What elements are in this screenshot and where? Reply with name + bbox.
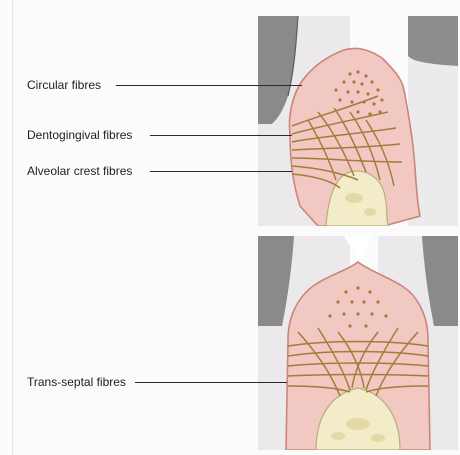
leader-dentogingival-fibres [150,135,292,136]
label-circular-fibres: Circular fibres [27,78,101,92]
label-alveolar-crest-fibres: Alveolar crest fibres [27,164,132,178]
label-dentogingival-fibres: Dentogingival fibres [27,128,132,142]
leader-alveolar-crest-fibres [150,171,292,172]
page-margin-rule [12,0,13,455]
gingival-fibres-illustration [258,16,458,226]
trans-septal-fibres-illustration [258,236,458,450]
leader-circular-fibres [116,85,302,86]
label-trans-septal-fibres: Trans-septal fibres [27,375,126,389]
leader-trans-septal-fibres [135,382,287,383]
